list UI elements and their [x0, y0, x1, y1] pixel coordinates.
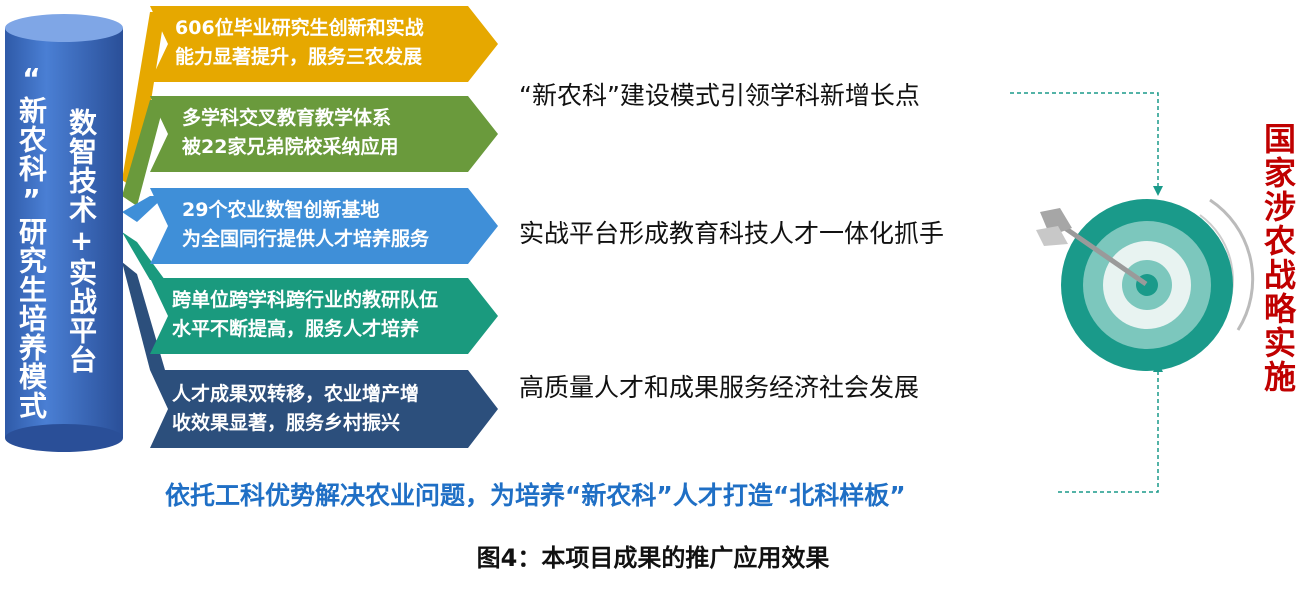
arrow-1-text: 606位毕业研究生创新和实战 能力显著提升，服务三农发展: [175, 14, 424, 72]
arrow-2-text: 多学科交叉教育教学体系 被22家兄弟院校采纳应用: [182, 104, 398, 162]
dashed-top: [1010, 92, 1159, 188]
middle-text-3: 高质量人才和成果服务经济社会发展: [519, 373, 920, 402]
arrow-1: [150, 6, 498, 82]
target-arc-outer: [1209, 198, 1255, 331]
arrow-1-line1: 606位毕业研究生创新和实战: [175, 17, 424, 39]
arrow-list: [150, 6, 498, 448]
dart-shaft: [1060, 223, 1148, 287]
dashed-bottom: [1058, 370, 1159, 493]
dart-fletch-bottom: [1036, 226, 1068, 246]
arrow-3-text: 29个农业数智创新基地 为全国同行提供人才培养服务: [182, 196, 429, 254]
pillar-body: [5, 28, 123, 438]
figure-caption: 图4：本项目成果的推广应用效果: [476, 544, 830, 572]
arrow-5-line1: 人才成果双转移，农业增产增: [172, 383, 420, 405]
arrow-3: [150, 188, 498, 264]
pillar-bottom: [5, 424, 123, 452]
arrow-5-text: 人才成果双转移，农业增产增 收效果显著，服务乡村振兴: [172, 380, 419, 438]
arrow-4-line2: 水平不断提高，服务人才培养: [172, 318, 420, 340]
arrow-4-text: 跨单位跨学科跨行业的教研队伍 水平不断提高，服务人才培养: [172, 286, 438, 344]
connector-navy: [122, 262, 165, 370]
arrow-1-line2: 能力显著提升，服务三农发展: [175, 46, 423, 68]
arrow-5-line2: 收效果显著，服务乡村振兴: [172, 412, 401, 434]
arrow-3-line2: 为全国同行提供人才培养服务: [182, 228, 430, 250]
left-pillar: [5, 14, 123, 452]
dashed-connectors: [1010, 92, 1159, 493]
right-title: 国家涉农战略实施: [1259, 122, 1297, 394]
arrow-2-line2: 被22家兄弟院校采纳应用: [182, 136, 399, 158]
connector-blue: [122, 196, 165, 222]
pillar-top: [5, 14, 123, 42]
pillar-outer-title: “新农科”研究生培养模式: [15, 62, 48, 420]
arrow-4-line1: 跨单位跨学科跨行业的教研队伍: [172, 289, 439, 311]
bottom-statement: 依托工科优势解决农业问题，为培养“新农科”人才打造“北科样板”: [165, 481, 906, 510]
middle-text-2: 实战平台形成教育科技人才一体化抓手: [519, 219, 945, 248]
arrow-4: [150, 278, 498, 354]
dashed-top-arrowhead: [1153, 186, 1163, 196]
arrow-5: [150, 370, 498, 448]
arrow-2: [150, 96, 498, 172]
arrow-2-line1: 多学科交叉教育教学体系: [182, 107, 392, 129]
pillar-connectors: [122, 12, 165, 370]
target-icon: [1036, 198, 1255, 371]
connector-green: [122, 100, 165, 206]
connector-teal: [122, 232, 165, 280]
pillar-inner-title: 数智技术+实战平台: [65, 108, 98, 374]
connector-yellow: [122, 12, 165, 190]
arrow-3-line1: 29个农业数智创新基地: [182, 199, 380, 221]
middle-text-1: “新农科”建设模式引领学科新增长点: [519, 81, 920, 110]
